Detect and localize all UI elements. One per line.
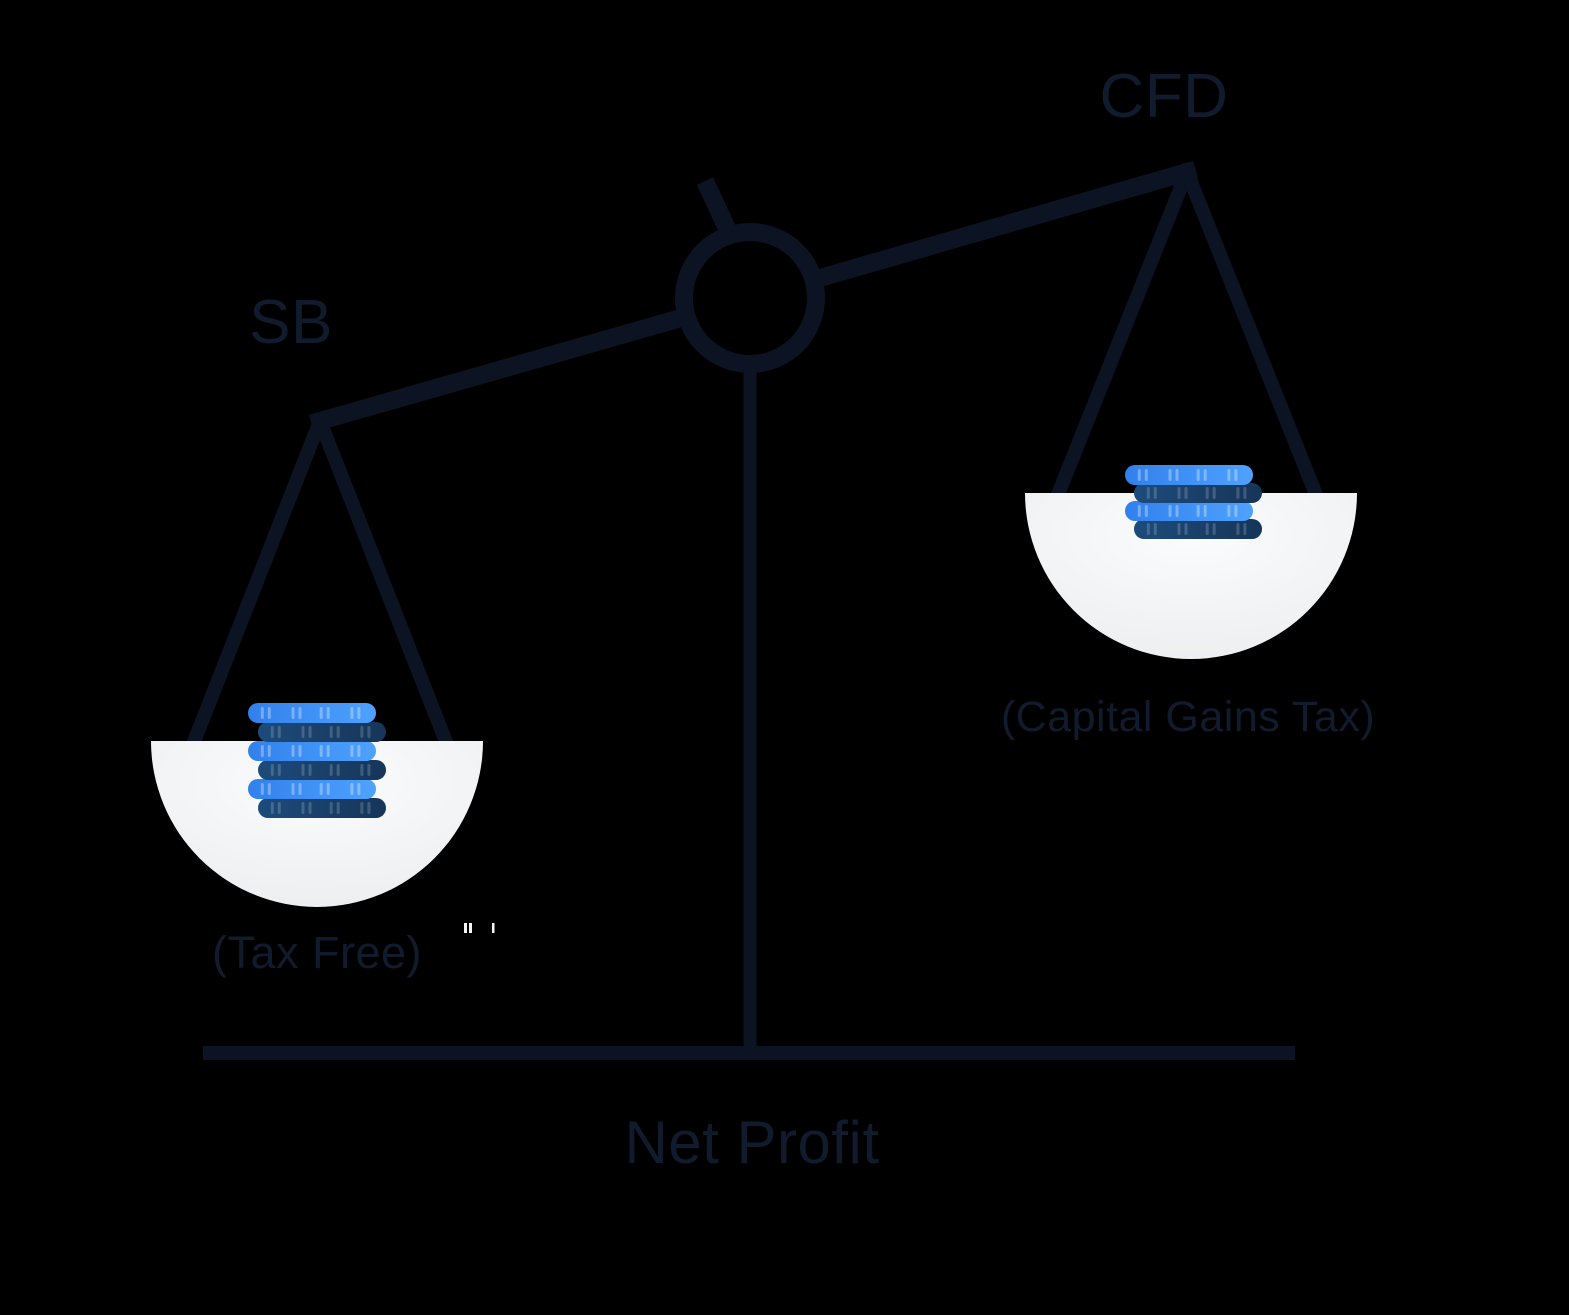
pivot-pointer (696, 177, 738, 237)
right-hanger-leg-inner (1043, 162, 1197, 517)
label-capital-gains-tax: (Capital Gains Tax) (1000, 693, 1376, 741)
left-coin-stack-icon (248, 703, 386, 818)
left-pan-bowl (151, 741, 483, 907)
label-tax-free: (Tax Free) (211, 927, 423, 978)
label-sb: SB (249, 288, 333, 357)
left-hanger-leg-inner (310, 411, 462, 767)
right-coin-stack-icon (1125, 465, 1262, 539)
artifact-ticks (464, 923, 495, 933)
beam-left-arm (308, 306, 693, 433)
pivot-ring-icon (675, 223, 825, 373)
left-hanger-leg-outer (178, 411, 330, 767)
label-net-profit: Net Profit (624, 1109, 880, 1176)
beam-right-arm (808, 160, 1199, 290)
right-hanger-leg-outer (1177, 162, 1331, 517)
label-cfd: CFD (1099, 62, 1229, 131)
right-pan-bowl (1025, 493, 1357, 659)
